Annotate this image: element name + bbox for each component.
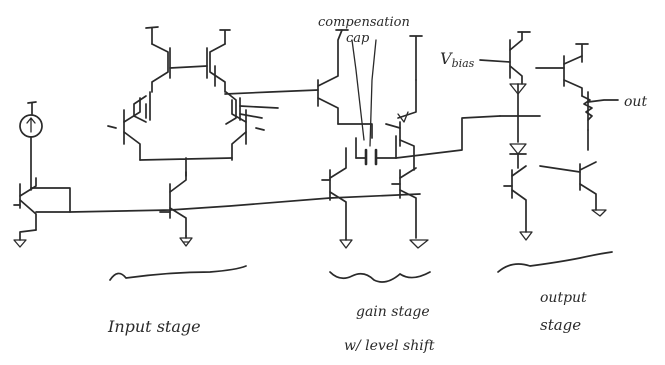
cap-label: cap [346,31,370,46]
output-stage-label-line2: stage [540,316,581,334]
output-pulldown-transistor [503,165,533,241]
level-shift-transistor [385,35,501,171]
compensation-cap [337,123,397,166]
bias-rail [69,193,421,213]
tail-current-transistor [159,171,193,247]
bias-current-source [19,101,43,191]
output-bias-diodes [499,83,541,169]
output-stage-label-line1: output [540,290,587,306]
vbias-label: Vbias [440,49,475,70]
input-stage-cascode [133,91,279,125]
gain-stage-brace [329,271,431,283]
output-stage-brace [497,251,613,273]
out-label: out [624,94,647,110]
compensation-label: compensation [318,15,410,30]
gain-transistor-right [391,167,429,249]
vbias-source [479,31,531,85]
gain-stage-label-line1: gain stage [356,304,430,320]
input-stage-top-mirror [145,26,231,93]
compensation-arrows [351,39,377,147]
output-pushpull [535,43,619,217]
input-stage-brace [109,265,247,281]
gain-stage-label-line2: w/ level shift [344,338,435,354]
input-to-gain-wire [224,89,319,95]
bias-transistor-left [13,177,71,248]
gain-stage-top-transistor [317,29,349,125]
gain-transistor-left [321,147,353,249]
input-transistor-left [107,97,141,161]
input-transistor-right [231,99,265,161]
input-stage-label: Input stage [107,317,201,336]
